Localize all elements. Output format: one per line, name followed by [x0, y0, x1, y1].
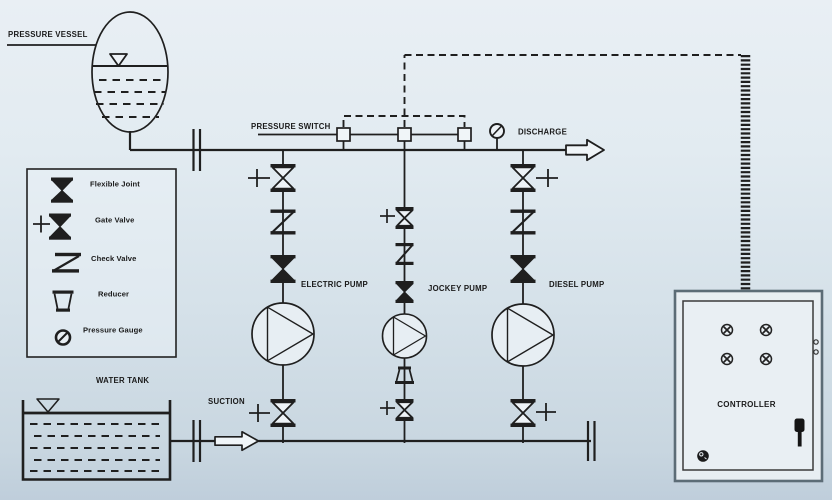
diesel-pump-label: DIESEL PUMP [549, 280, 604, 289]
discharge-pressure-gauge-icon [489, 123, 505, 150]
pressure-switch-label: PRESSURE SWITCH [251, 122, 331, 131]
suction-label: SUCTION [208, 397, 245, 406]
discharge-arrow-icon [565, 138, 605, 162]
suction-arrow-icon [214, 430, 260, 452]
flexible-joint-main-icon [192, 129, 202, 171]
gate-valve-icon [248, 164, 296, 192]
water-tank: WATER TANK [21, 376, 172, 481]
hinge-dot [813, 349, 819, 355]
flexible-joint-icon [510, 255, 536, 283]
water-level-icon [109, 53, 128, 67]
gate-valve-icon [380, 399, 414, 421]
water-level-icon [36, 398, 60, 413]
gate-valve-icon [33, 213, 71, 240]
jockey-pump-label: JOCKEY PUMP [428, 284, 487, 293]
switch-wiring-dashed [342, 115, 466, 127]
electric-pump-branch: ELECTRIC PUMP [248, 150, 368, 443]
check-valve-icon [52, 252, 81, 273]
jockey-pump-symbol [381, 313, 428, 359]
electric-pump-label: ELECTRIC PUMP [301, 280, 368, 289]
water-tank-label: WATER TANK [96, 376, 149, 385]
gate-valve-icon [249, 399, 296, 427]
diesel-pump-branch: DIESEL PUMP [491, 150, 604, 443]
controller-lock [697, 450, 709, 462]
jockey-pump-branch: JOCKEY PUMP [380, 141, 487, 443]
flexible-joint-icon [395, 281, 414, 303]
flexible-joint-suction-icon [192, 420, 202, 462]
legend-label-check-valve: Check Valve [91, 254, 136, 263]
reducer-icon [52, 290, 74, 312]
indicator-light [720, 352, 734, 366]
discharge-label: DISCHARGE [518, 128, 567, 137]
gate-valve-icon [510, 164, 558, 192]
indicator-light [759, 352, 773, 366]
discharge-outlet: DISCHARGE [518, 128, 605, 162]
legend-label-pressure-gauge: Pressure Gauge [83, 326, 143, 335]
check-valve-icon [270, 209, 296, 235]
reducer-icon [395, 366, 414, 384]
controller-panel: CONTROLLER [673, 55, 824, 483]
gate-valve-icon [510, 399, 556, 427]
pressure-switch-3 [457, 127, 472, 142]
pressure-switch-2 [397, 127, 412, 142]
controller-handle [794, 418, 805, 447]
flexible-joint-icon [270, 255, 296, 283]
pressure-switch-1 [336, 127, 351, 142]
indicator-light [720, 323, 734, 337]
electric-pump-symbol [251, 302, 315, 366]
pressure-vessel: PRESSURE VESSEL [7, 11, 169, 150]
gate-valve-icon [380, 207, 414, 229]
pressure-switch-assembly: PRESSURE SWITCH [251, 115, 472, 150]
flexible-joint-end-icon [586, 421, 596, 461]
control-wiring [403, 54, 741, 127]
indicator-light [759, 323, 773, 337]
legend-label-flexible-joint: Flexible Joint [90, 180, 140, 189]
diesel-pump-symbol [491, 303, 555, 367]
pressure-gauge-icon [54, 329, 72, 346]
legend: Flexible Joint Gate Valve Check Valve Re… [26, 168, 177, 358]
check-valve-icon [395, 243, 414, 265]
tank-walls [21, 400, 172, 481]
hinge-dot [813, 339, 819, 345]
controller-label: CONTROLLER [717, 400, 776, 409]
legend-label-reducer: Reducer [98, 290, 129, 299]
check-valve-icon [510, 209, 536, 235]
suction-line: SUCTION [170, 397, 596, 462]
controller-inner-box [682, 300, 814, 471]
pressure-vessel-label: PRESSURE VESSEL [8, 30, 88, 39]
flexible-joint-icon [51, 177, 73, 203]
legend-label-gate-valve: Gate Valve [95, 216, 134, 225]
